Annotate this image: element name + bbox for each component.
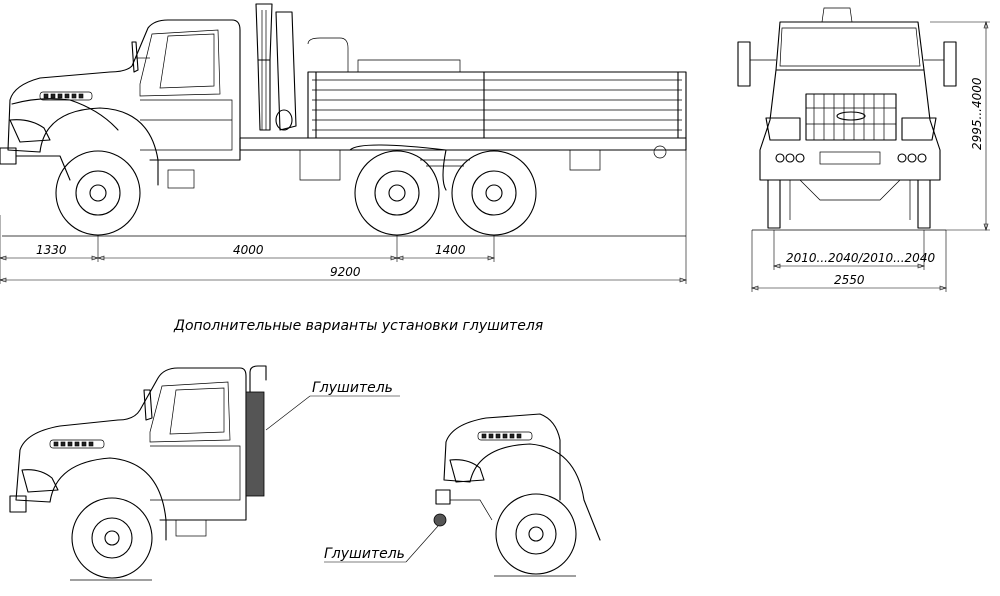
dim-front-overhang: 1330 bbox=[36, 243, 67, 257]
label-muffler-front: Глушитель bbox=[324, 546, 405, 562]
side-view-truck bbox=[0, 3, 687, 237]
dim-overall-width: 2550 bbox=[834, 273, 865, 287]
label-muffler-vertical: Глушитель bbox=[312, 380, 393, 396]
variant-front-muffler bbox=[433, 413, 601, 577]
dim-track: 2010...2040/2010...2040 bbox=[786, 251, 935, 265]
dim-overall-length: 9200 bbox=[330, 265, 361, 279]
dim-wheelbase: 4000 bbox=[233, 243, 264, 257]
front-dimension-lines bbox=[751, 21, 990, 292]
section-title: Дополнительные варианты установки глушит… bbox=[173, 318, 543, 334]
muffler-vertical-leader bbox=[265, 395, 400, 431]
muffler-front-leader bbox=[324, 525, 439, 563]
variant-vertical-muffler bbox=[9, 365, 267, 581]
side-dimension-lines bbox=[0, 160, 687, 284]
front-view-truck bbox=[737, 7, 957, 231]
dim-bogie: 1400 bbox=[435, 243, 466, 257]
dim-height: 2995...4000 bbox=[970, 77, 984, 150]
